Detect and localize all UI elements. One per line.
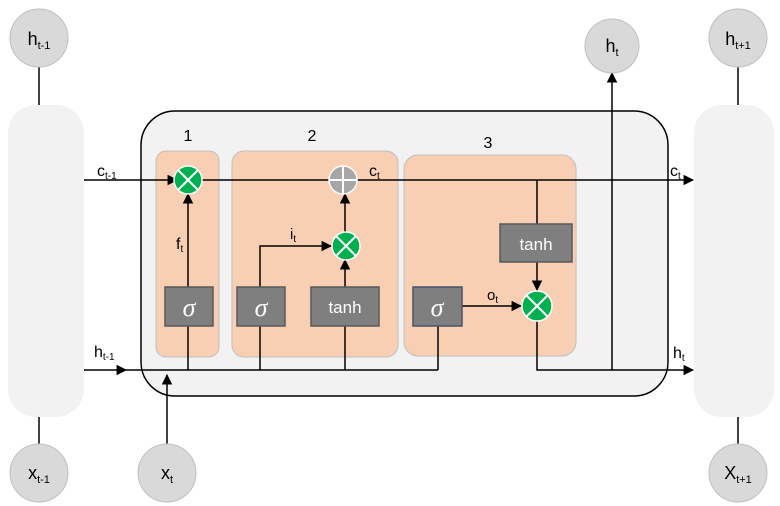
- svg-text:ht+1: ht+1: [725, 29, 751, 52]
- input-multiply-icon: [331, 231, 361, 261]
- input-sigma-box: σ: [236, 286, 286, 327]
- section-number-output: 3: [484, 135, 493, 152]
- previous-cell: [8, 105, 84, 417]
- svg-text:xt: xt: [161, 463, 173, 486]
- input-tanh-label: tanh: [328, 298, 361, 317]
- node-h-curr: ht: [584, 18, 640, 74]
- label-c-prev: ct-1: [97, 163, 117, 182]
- label-o-t: ot: [487, 287, 498, 306]
- svg-text:ht: ht: [605, 36, 618, 59]
- input-gate-output-it: [259, 240, 333, 287]
- section-number-input: 2: [308, 128, 317, 145]
- node-x-prev: xt-1: [9, 443, 69, 503]
- output-sigma-box: σ: [412, 286, 463, 327]
- label-h-out: ht: [673, 345, 685, 364]
- output-tanh-label: tanh: [519, 235, 552, 254]
- label-c-mid: ct: [369, 163, 380, 182]
- node-x-curr: xt: [137, 443, 197, 503]
- node-x-next: Xt+1: [708, 443, 768, 503]
- label-c-out: ct: [670, 163, 681, 182]
- forget-multiply-icon: [173, 165, 203, 195]
- section-number-forget: 1: [184, 128, 193, 145]
- label-f-t: ft: [176, 236, 183, 255]
- output-tanh-box: tanh: [499, 223, 573, 263]
- forget-sigma-box: σ: [164, 286, 214, 327]
- output-multiply-icon: [521, 290, 553, 322]
- forget-sigma-label: σ: [183, 293, 197, 322]
- svg-text:ht-1: ht-1: [28, 29, 51, 52]
- node-h-prev: ht-1: [9, 8, 69, 68]
- svg-text:Xt+1: Xt+1: [724, 463, 752, 486]
- input-sigma-label: σ: [255, 293, 269, 322]
- hidden-output-line: [536, 320, 695, 376]
- label-h-in: ht-1: [94, 344, 115, 363]
- add-icon: [328, 165, 358, 195]
- next-cell: [694, 105, 774, 417]
- input-tanh-box: tanh: [310, 286, 380, 327]
- output-sigma-label: σ: [431, 293, 445, 322]
- node-h-next: ht+1: [708, 8, 768, 68]
- label-i-t: it: [290, 226, 296, 245]
- svg-text:xt-1: xt-1: [28, 463, 50, 486]
